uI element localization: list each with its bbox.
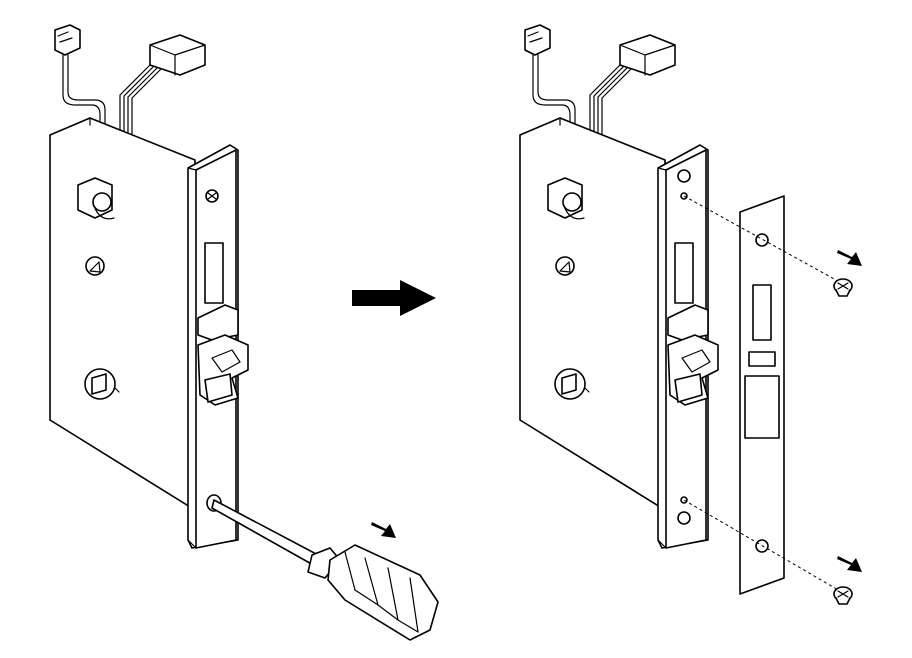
step-after-assembly bbox=[519, 24, 862, 605]
removal-arrow-icon bbox=[837, 250, 862, 266]
step-before-assembly bbox=[49, 24, 439, 641]
latch-bolt-icon bbox=[667, 304, 719, 406]
removal-arrow-icon bbox=[837, 556, 862, 572]
alignment-lines bbox=[683, 195, 846, 595]
mortise-lock-body-icon bbox=[49, 24, 206, 511]
screw-icon bbox=[833, 278, 853, 297]
removal-arrow-icon bbox=[371, 522, 396, 538]
detached-faceplate-icon bbox=[739, 195, 785, 595]
screwdriver-icon bbox=[211, 499, 439, 641]
mortise-lock-body-icon bbox=[519, 24, 676, 511]
latch-bolt-icon bbox=[197, 304, 249, 406]
right-arrow-icon bbox=[352, 280, 436, 316]
screw-icon bbox=[833, 586, 853, 605]
